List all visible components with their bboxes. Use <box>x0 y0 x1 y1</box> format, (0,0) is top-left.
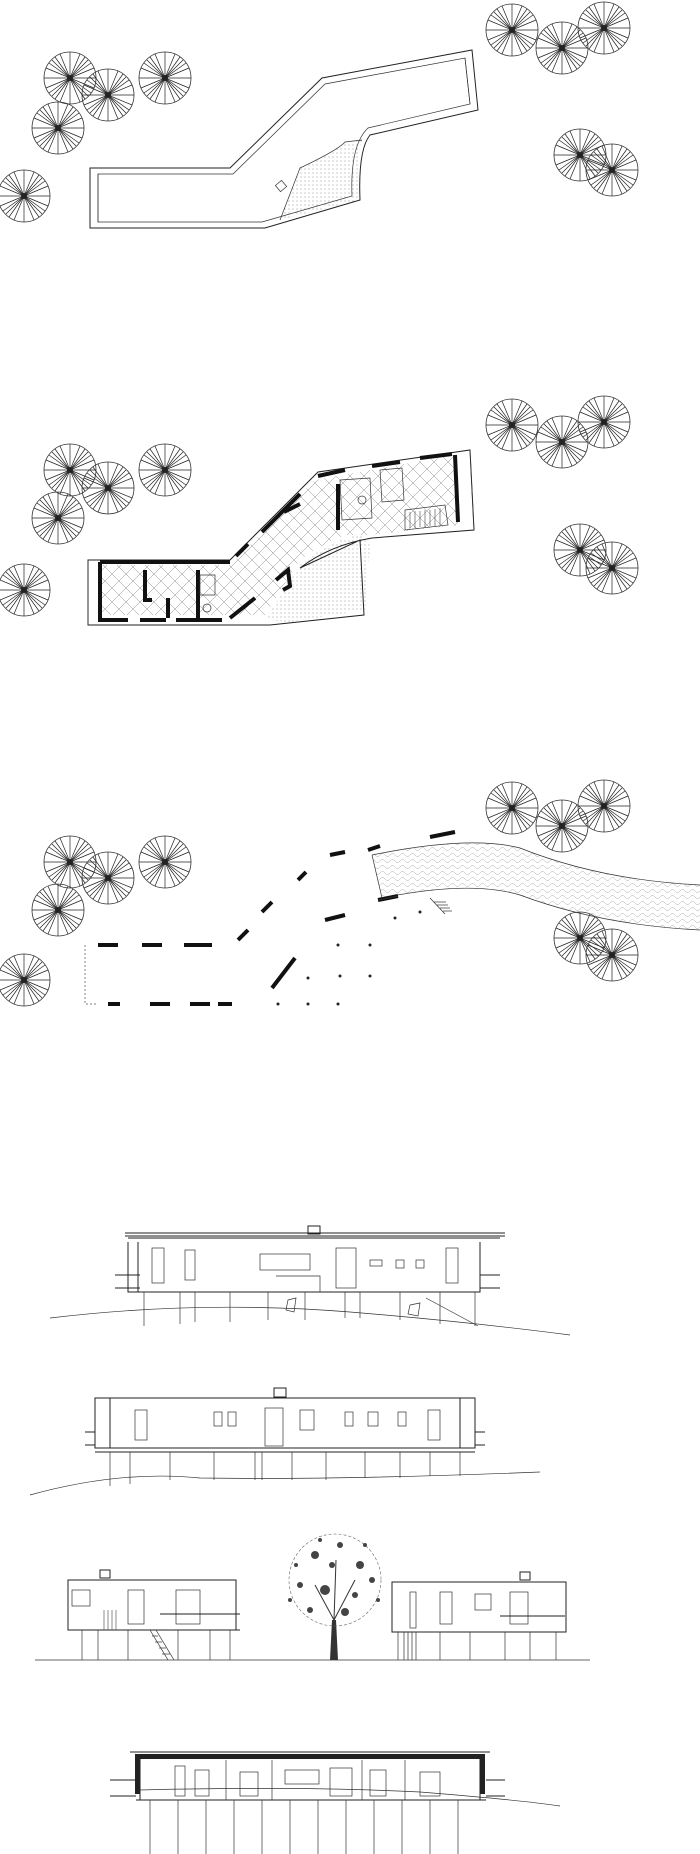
path-ribbon <box>371 842 700 931</box>
column-grid <box>84 830 456 1006</box>
end-elevation-left <box>67 1569 240 1661</box>
elevation-south <box>49 1225 571 1336</box>
trees-right <box>485 395 639 595</box>
elevation-east-west <box>35 1533 590 1661</box>
floor-plan-building <box>87 449 475 626</box>
trees-right <box>485 1 639 197</box>
tree-elevation <box>288 1533 382 1660</box>
site-plan-with-path <box>0 779 700 1007</box>
ground-floor-plan <box>0 395 639 626</box>
roof-plan <box>0 1 639 229</box>
elevation-north <box>29 1387 541 1496</box>
trees-left <box>0 835 192 1007</box>
section-longitudinal <box>110 1751 561 1854</box>
roof-outline <box>89 49 479 229</box>
trees-left <box>0 51 192 223</box>
end-elevation-right <box>391 1571 567 1660</box>
